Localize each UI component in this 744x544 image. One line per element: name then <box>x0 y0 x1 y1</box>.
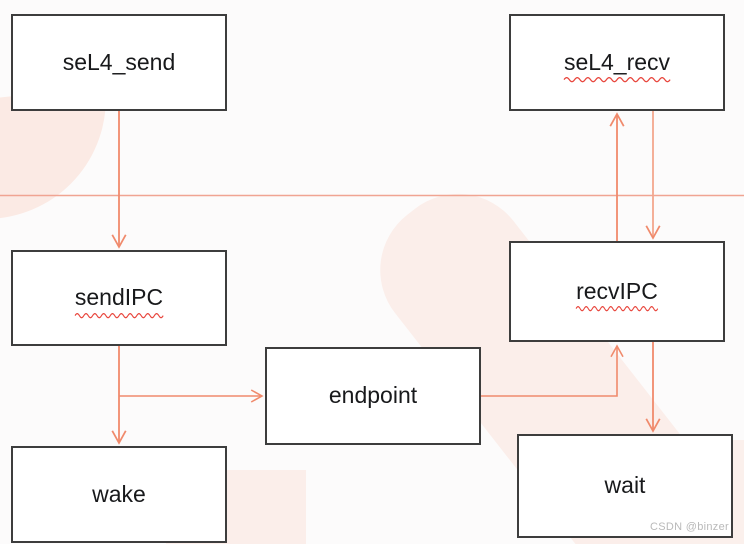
node-label-endpoint: endpoint <box>328 382 418 409</box>
node-endpoint[interactable]: endpoint <box>265 347 481 445</box>
spellcheck-underline-icon <box>74 312 164 318</box>
node-recvipc[interactable]: recvIPC <box>509 241 725 342</box>
node-label-wait: wait <box>604 472 646 499</box>
node-sel4-recv[interactable]: seL4_recv <box>509 14 725 111</box>
node-sel4-send[interactable]: seL4_send <box>11 14 227 111</box>
node-wake[interactable]: wake <box>11 446 227 543</box>
node-label-sendipc: sendIPC <box>74 285 164 318</box>
node-sendipc[interactable]: sendIPC <box>11 250 227 346</box>
spellcheck-underline-icon <box>575 306 659 312</box>
edge-endpoint-to-recvipc <box>481 344 624 397</box>
node-label-sel4-recv: seL4_recv <box>563 49 671 83</box>
spellcheck-underline-icon <box>563 77 671 83</box>
watermark-text: CSDN @binzer <box>650 521 729 533</box>
node-label-wake: wake <box>92 480 146 507</box>
node-label-recvipc: recvIPC <box>575 278 659 312</box>
node-label-sel4-send: seL4_send <box>62 48 176 75</box>
